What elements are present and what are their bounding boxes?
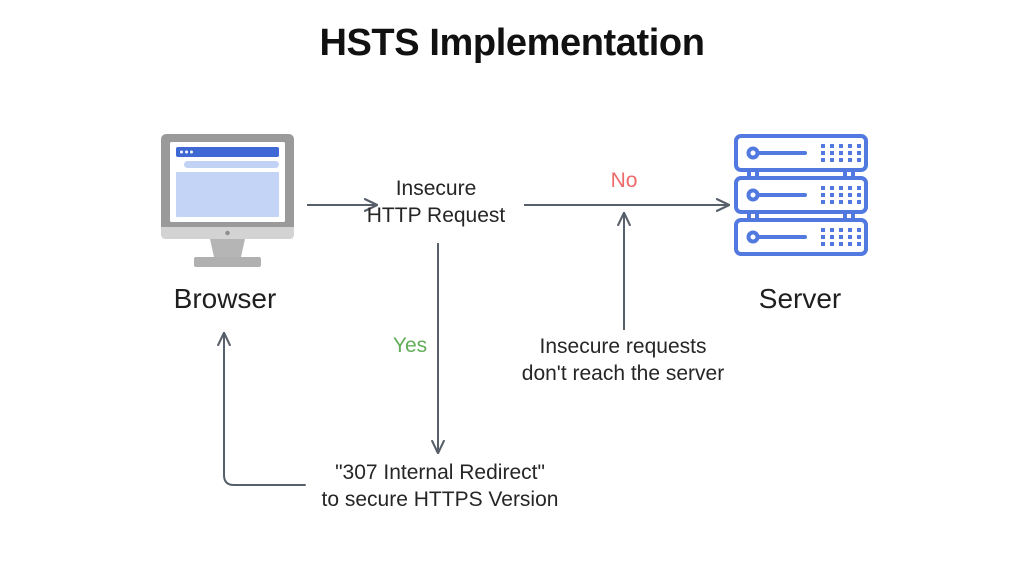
- internal-redirect-text: "307 Internal Redirect" to secure HTTPS …: [302, 460, 578, 514]
- page-title: HSTS Implementation: [319, 22, 705, 64]
- monitor-stand-neck: [210, 239, 245, 257]
- insecure-requests-note: Insecure requests don't reach the server: [492, 334, 754, 388]
- internal-redirect-line1: "307 Internal Redirect": [335, 461, 545, 484]
- edge-redirect-to-browser: [224, 333, 306, 486]
- insecure-requests-note-line2: don't reach the server: [521, 361, 725, 385]
- titlebar-dot-1: [180, 150, 183, 154]
- internal-redirect-line2: to secure HTTPS Version: [321, 487, 559, 511]
- browser-titlebar: [176, 147, 279, 157]
- browser-node-label: Browser: [173, 283, 277, 314]
- branch-label-yes: Yes: [392, 334, 428, 357]
- browser-addressbar: [184, 161, 279, 168]
- server-unit-1: [734, 134, 868, 180]
- desktop-monitor-icon: [161, 134, 294, 267]
- monitor-stand-base: [194, 257, 261, 267]
- server-unit-3: [734, 218, 868, 256]
- branch-label-no: No: [610, 169, 638, 192]
- browser-content-area: [176, 172, 279, 217]
- server-unit-2: [734, 176, 868, 222]
- insecure-http-request-line2: HTTP Request: [366, 203, 506, 227]
- insecure-http-request-line1: Insecure: [395, 177, 477, 200]
- insecure-requests-note-line1: Insecure requests: [539, 335, 707, 358]
- titlebar-dot-3: [190, 150, 193, 154]
- monitor-power-dot: [225, 230, 230, 236]
- insecure-http-request-text: Insecure HTTP Request: [346, 176, 526, 230]
- server-node-label: Server: [758, 283, 842, 314]
- titlebar-dot-2: [185, 150, 188, 154]
- server-rack-icon: [734, 134, 868, 256]
